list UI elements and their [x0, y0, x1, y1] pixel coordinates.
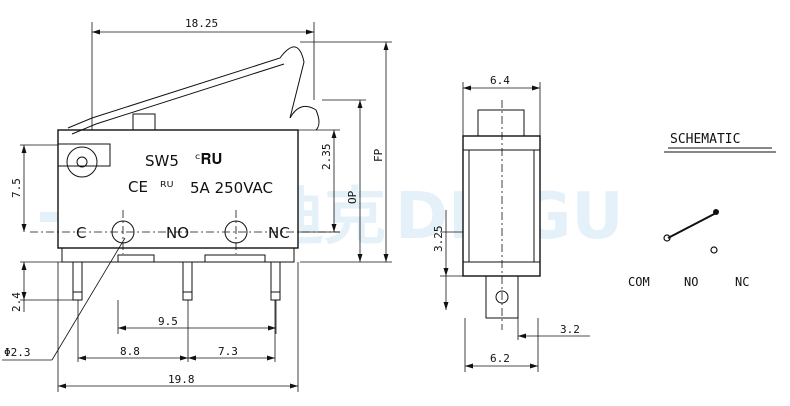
side-body	[462, 135, 541, 277]
dim-height-left: 7.5	[10, 178, 23, 198]
dim-terminal-height: 2.4	[10, 292, 23, 312]
front-view: SW5 ᶜ𝐑𝐔 CE ᴿᵁ 5A 250VAC C NO NC 18.25 7.…	[2, 17, 392, 392]
dim-body-length: 19.8	[168, 373, 195, 386]
dim-side-mid: 3.25	[432, 226, 445, 253]
dim-op: OP	[346, 190, 359, 204]
ul-mark-icon: ᴿᵁ	[160, 178, 174, 196]
schematic-nc-label: NC	[735, 275, 749, 289]
plunger	[132, 113, 156, 131]
dim-side-bottom-width: 6.2	[490, 352, 510, 365]
cert-mark-icon: ᶜ𝐑𝐔	[195, 150, 222, 168]
switch-base	[61, 247, 295, 263]
schematic-title: SCHEMATIC	[670, 132, 740, 147]
lever-arm	[67, 46, 305, 129]
terminals	[72, 261, 281, 301]
side-view: 6.4 3.25 3.2 6.2	[432, 74, 590, 372]
roller	[66, 146, 98, 178]
switch-body	[57, 129, 299, 249]
schematic-com-label: COM	[628, 275, 650, 289]
no-contact	[710, 246, 718, 254]
model-marking: SW5	[145, 152, 179, 170]
schematic: SCHEMATIC COM NO NC	[628, 132, 776, 289]
dim-terminal-right: 7.3	[218, 345, 238, 358]
rating-marking: 5A 250VAC	[190, 179, 273, 197]
terminal-nc-label: NC	[268, 224, 290, 242]
dim-body-width-top: 6.4	[490, 74, 510, 87]
switch-blade	[667, 211, 719, 239]
dim-terminal-offset: 3.2	[560, 323, 580, 336]
dim-terminal-pitch: 9.5	[158, 315, 178, 328]
dim-lever-gap: 2.35	[320, 144, 333, 171]
schematic-no-label: NO	[684, 275, 698, 289]
terminal-no-label: NO	[166, 224, 189, 242]
terminal-c-label: C	[76, 224, 86, 242]
side-plunger	[477, 109, 525, 137]
dim-terminal-left: 8.8	[120, 345, 140, 358]
dim-fp: FP	[372, 148, 385, 162]
dim-overall-length: 18.25	[185, 17, 218, 30]
ce-mark-icon: CE	[128, 178, 148, 196]
dim-hole-dia: Φ2.3	[4, 346, 31, 359]
